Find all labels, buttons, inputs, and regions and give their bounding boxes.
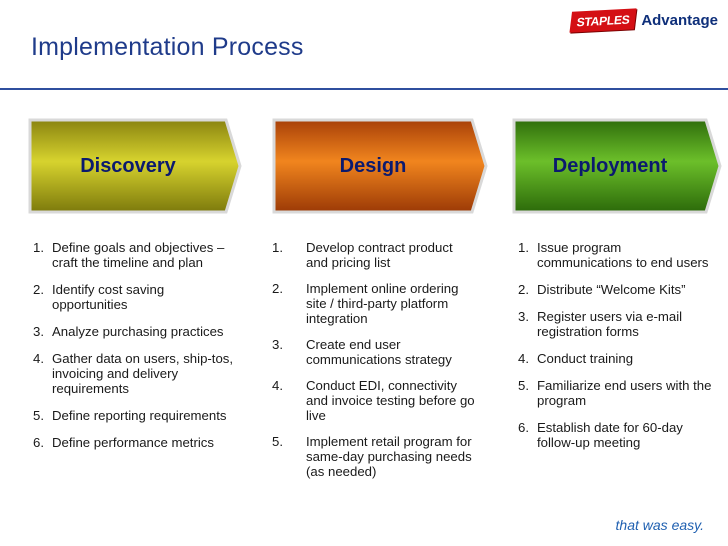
list-item: 1.Define goals and objectives – craft th… xyxy=(33,240,225,270)
list-item: 5.Define reporting requirements xyxy=(33,408,227,423)
list-item: 3.Register users via e-mail registration… xyxy=(518,309,683,339)
list-item: 5.Implement retail program for same-day … xyxy=(272,434,472,479)
staples-logo-mark: STAPLES xyxy=(569,7,637,33)
list-item: 3.Create end user communications strateg… xyxy=(272,337,452,367)
list-item: 5.Familiarize end users with the program xyxy=(518,378,712,408)
list-item: 3.Analyze purchasing practices xyxy=(33,324,224,339)
chevron-shape xyxy=(512,118,722,214)
tagline: that was easy. xyxy=(615,517,704,533)
header-divider xyxy=(0,88,728,90)
list-item: 1.Issue program communications to end us… xyxy=(518,240,709,270)
chevron-shape xyxy=(272,118,488,214)
design-steps: 1.Develop contract product and pricing l… xyxy=(272,240,476,490)
phase-card-discovery: Discovery xyxy=(28,116,242,216)
list-item: 4.Conduct EDI, connectivity and invoice … xyxy=(272,378,475,423)
phase-label: Discovery xyxy=(80,154,176,177)
phase-card-design: Design xyxy=(272,116,488,216)
list-item: 4.Gather data on users, ship-tos, invoic… xyxy=(33,351,234,396)
list-item: 4.Conduct training xyxy=(518,351,634,366)
deployment-steps: 1.Issue program communications to end us… xyxy=(518,240,718,462)
chevron-shape xyxy=(28,118,242,214)
phase-label: Deployment xyxy=(552,154,668,177)
advantage-logo-text: Advantage xyxy=(641,11,718,29)
phase-label: Design xyxy=(339,154,407,177)
list-item: 2.Implement online ordering site / third… xyxy=(272,281,459,326)
list-item: 1.Develop contract product and pricing l… xyxy=(272,240,453,270)
list-item: 6.Establish date for 60-day follow-up me… xyxy=(518,420,683,450)
discovery-steps: 1.Define goals and objectives – craft th… xyxy=(33,240,239,462)
staples-advantage-logo: STAPLES Advantage xyxy=(569,6,718,34)
list-item: 6.Define performance metrics xyxy=(33,435,214,450)
page-title: Implementation Process xyxy=(31,33,304,61)
phase-card-deployment: Deployment xyxy=(512,116,722,216)
list-item: 2.Distribute “Welcome Kits” xyxy=(518,282,686,297)
list-item: 2.Identify cost saving opportunities xyxy=(33,282,165,312)
